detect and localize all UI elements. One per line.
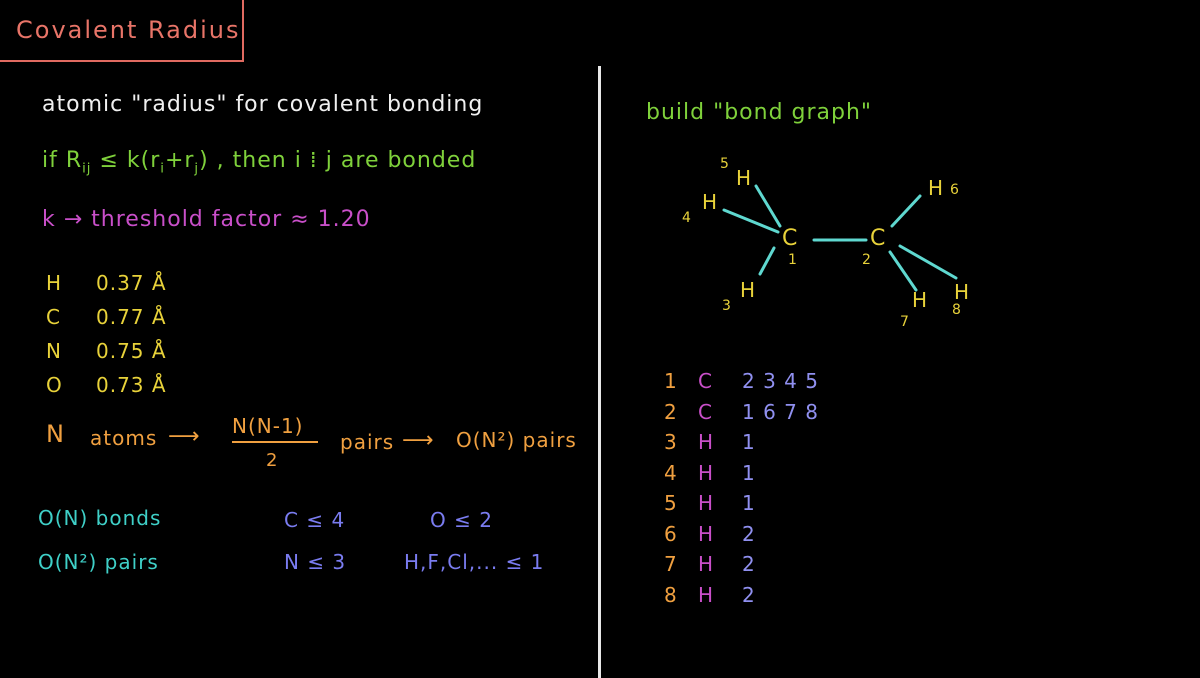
- title-box: [0, 0, 244, 62]
- bond-line: [898, 244, 958, 280]
- radius-row: N 0.75 Å: [46, 334, 167, 368]
- bond-line: [758, 246, 776, 276]
- atom-label: C: [870, 226, 887, 251]
- radii-list: H 0.37 Å C 0.77 Å N 0.75 Å O 0.73 Å: [46, 266, 167, 402]
- atom-number: 1: [788, 252, 798, 268]
- intro-line: atomic "radius" for covalent bonding: [42, 92, 484, 117]
- atom-index: 7: [664, 552, 678, 576]
- radius-row: C 0.77 Å: [46, 300, 167, 334]
- bond-line: [890, 194, 922, 228]
- big-o-pairs: O(N²) pairs: [456, 428, 577, 452]
- atom-element: C: [698, 399, 713, 424]
- atom-label: H: [736, 166, 753, 190]
- atom-label: H: [702, 190, 719, 214]
- atom-number: 4: [682, 210, 692, 226]
- criterion-sub-i: i: [160, 161, 165, 177]
- radius-row: O 0.73 Å: [46, 368, 167, 402]
- atom-label: H: [912, 288, 929, 312]
- big-o-n2-pairs: O(N²) pairs: [38, 550, 159, 574]
- radius-row: H 0.37 Å: [46, 266, 167, 300]
- n-symbol: N: [46, 420, 65, 448]
- carbon-valence: C ≤ 4: [284, 508, 346, 532]
- atom-label: H: [740, 278, 757, 302]
- criterion-plus: +r: [164, 148, 195, 173]
- vertical-divider: [598, 66, 601, 678]
- radius-element: N: [46, 339, 62, 363]
- radius-element: H: [46, 271, 63, 295]
- threshold-line: k → threshold factor ≈ 1.20: [42, 207, 371, 232]
- nitrogen-valence: N ≤ 3: [284, 550, 347, 574]
- atom-label: H: [954, 280, 971, 304]
- fraction-numerator: N(N-1): [232, 414, 304, 438]
- radius-value: 0.37 Å: [96, 271, 167, 295]
- fraction-denominator: 2: [266, 450, 279, 471]
- criterion-prefix: if R: [42, 148, 83, 173]
- radius-value: 0.75 Å: [96, 339, 167, 363]
- atom-element: H: [698, 552, 715, 576]
- criterion-mid: ≤ k(r: [91, 148, 161, 173]
- bond-line: [754, 184, 782, 228]
- bond-line: [888, 250, 918, 292]
- atom-index: 3: [664, 430, 678, 454]
- atom-element: H: [698, 430, 715, 454]
- atom-number: 7: [900, 314, 910, 330]
- criterion-suffix: ) , then i ⁞ j are bonded: [199, 148, 477, 173]
- atom-index: 6: [664, 521, 678, 546]
- atom-number: 2: [862, 252, 872, 268]
- atom-label: C: [782, 226, 799, 251]
- atom-bonds: 1 6 7 8: [742, 399, 819, 424]
- atom-bonds: 2: [742, 552, 756, 576]
- bond-line: [722, 208, 780, 234]
- atom-index: 8: [664, 582, 678, 607]
- radius-element: O: [46, 373, 63, 397]
- atom-number: 8: [952, 302, 962, 318]
- radius-value: 0.77 Å: [96, 305, 167, 329]
- halogen-valence: H,F,Cl,... ≤ 1: [404, 550, 545, 574]
- atom-number: 5: [720, 156, 730, 172]
- atom-bonds: 2 3 4 5: [742, 369, 819, 393]
- atom-label: H: [928, 176, 945, 200]
- bond-graph-heading: build "bond graph": [646, 100, 873, 125]
- criterion-sub-j: j: [194, 161, 200, 177]
- bond-criterion: if Rij ≤ k(ri+rj) , then i ⁞ j are bonde…: [42, 148, 476, 176]
- oxygen-valence: O ≤ 2: [430, 508, 493, 532]
- atom-bonds: 1: [742, 430, 756, 454]
- atom-number: 3: [722, 298, 732, 314]
- fraction-bar: [232, 441, 318, 443]
- atom-element: H: [698, 460, 715, 485]
- atom-number: 6: [950, 182, 960, 198]
- arrow-icon: ⟶: [168, 424, 200, 449]
- arrow-icon: ⟶: [402, 428, 434, 453]
- big-o-bonds: O(N) bonds: [38, 506, 162, 530]
- atom-bonds: 1: [742, 460, 756, 485]
- atoms-word: atoms: [90, 426, 158, 450]
- atom-element: C: [698, 369, 713, 393]
- radius-value: 0.73 Å: [96, 373, 167, 397]
- criterion-sub-ij: ij: [82, 161, 92, 177]
- pairs-word: pairs: [340, 430, 395, 454]
- atom-index: 2: [664, 399, 678, 424]
- atom-bonds: 2: [742, 521, 756, 546]
- atom-element: H: [698, 491, 715, 515]
- atom-index: 5: [664, 491, 678, 515]
- atom-element: H: [698, 521, 715, 546]
- atom-element: H: [698, 582, 715, 607]
- atom-bonds: 1: [742, 491, 756, 515]
- atom-index: 4: [664, 460, 678, 485]
- atom-index: 1: [664, 369, 678, 393]
- atom-bonds: 2: [742, 582, 756, 607]
- radius-element: C: [46, 305, 61, 329]
- page-title: Covalent Radius: [16, 16, 241, 44]
